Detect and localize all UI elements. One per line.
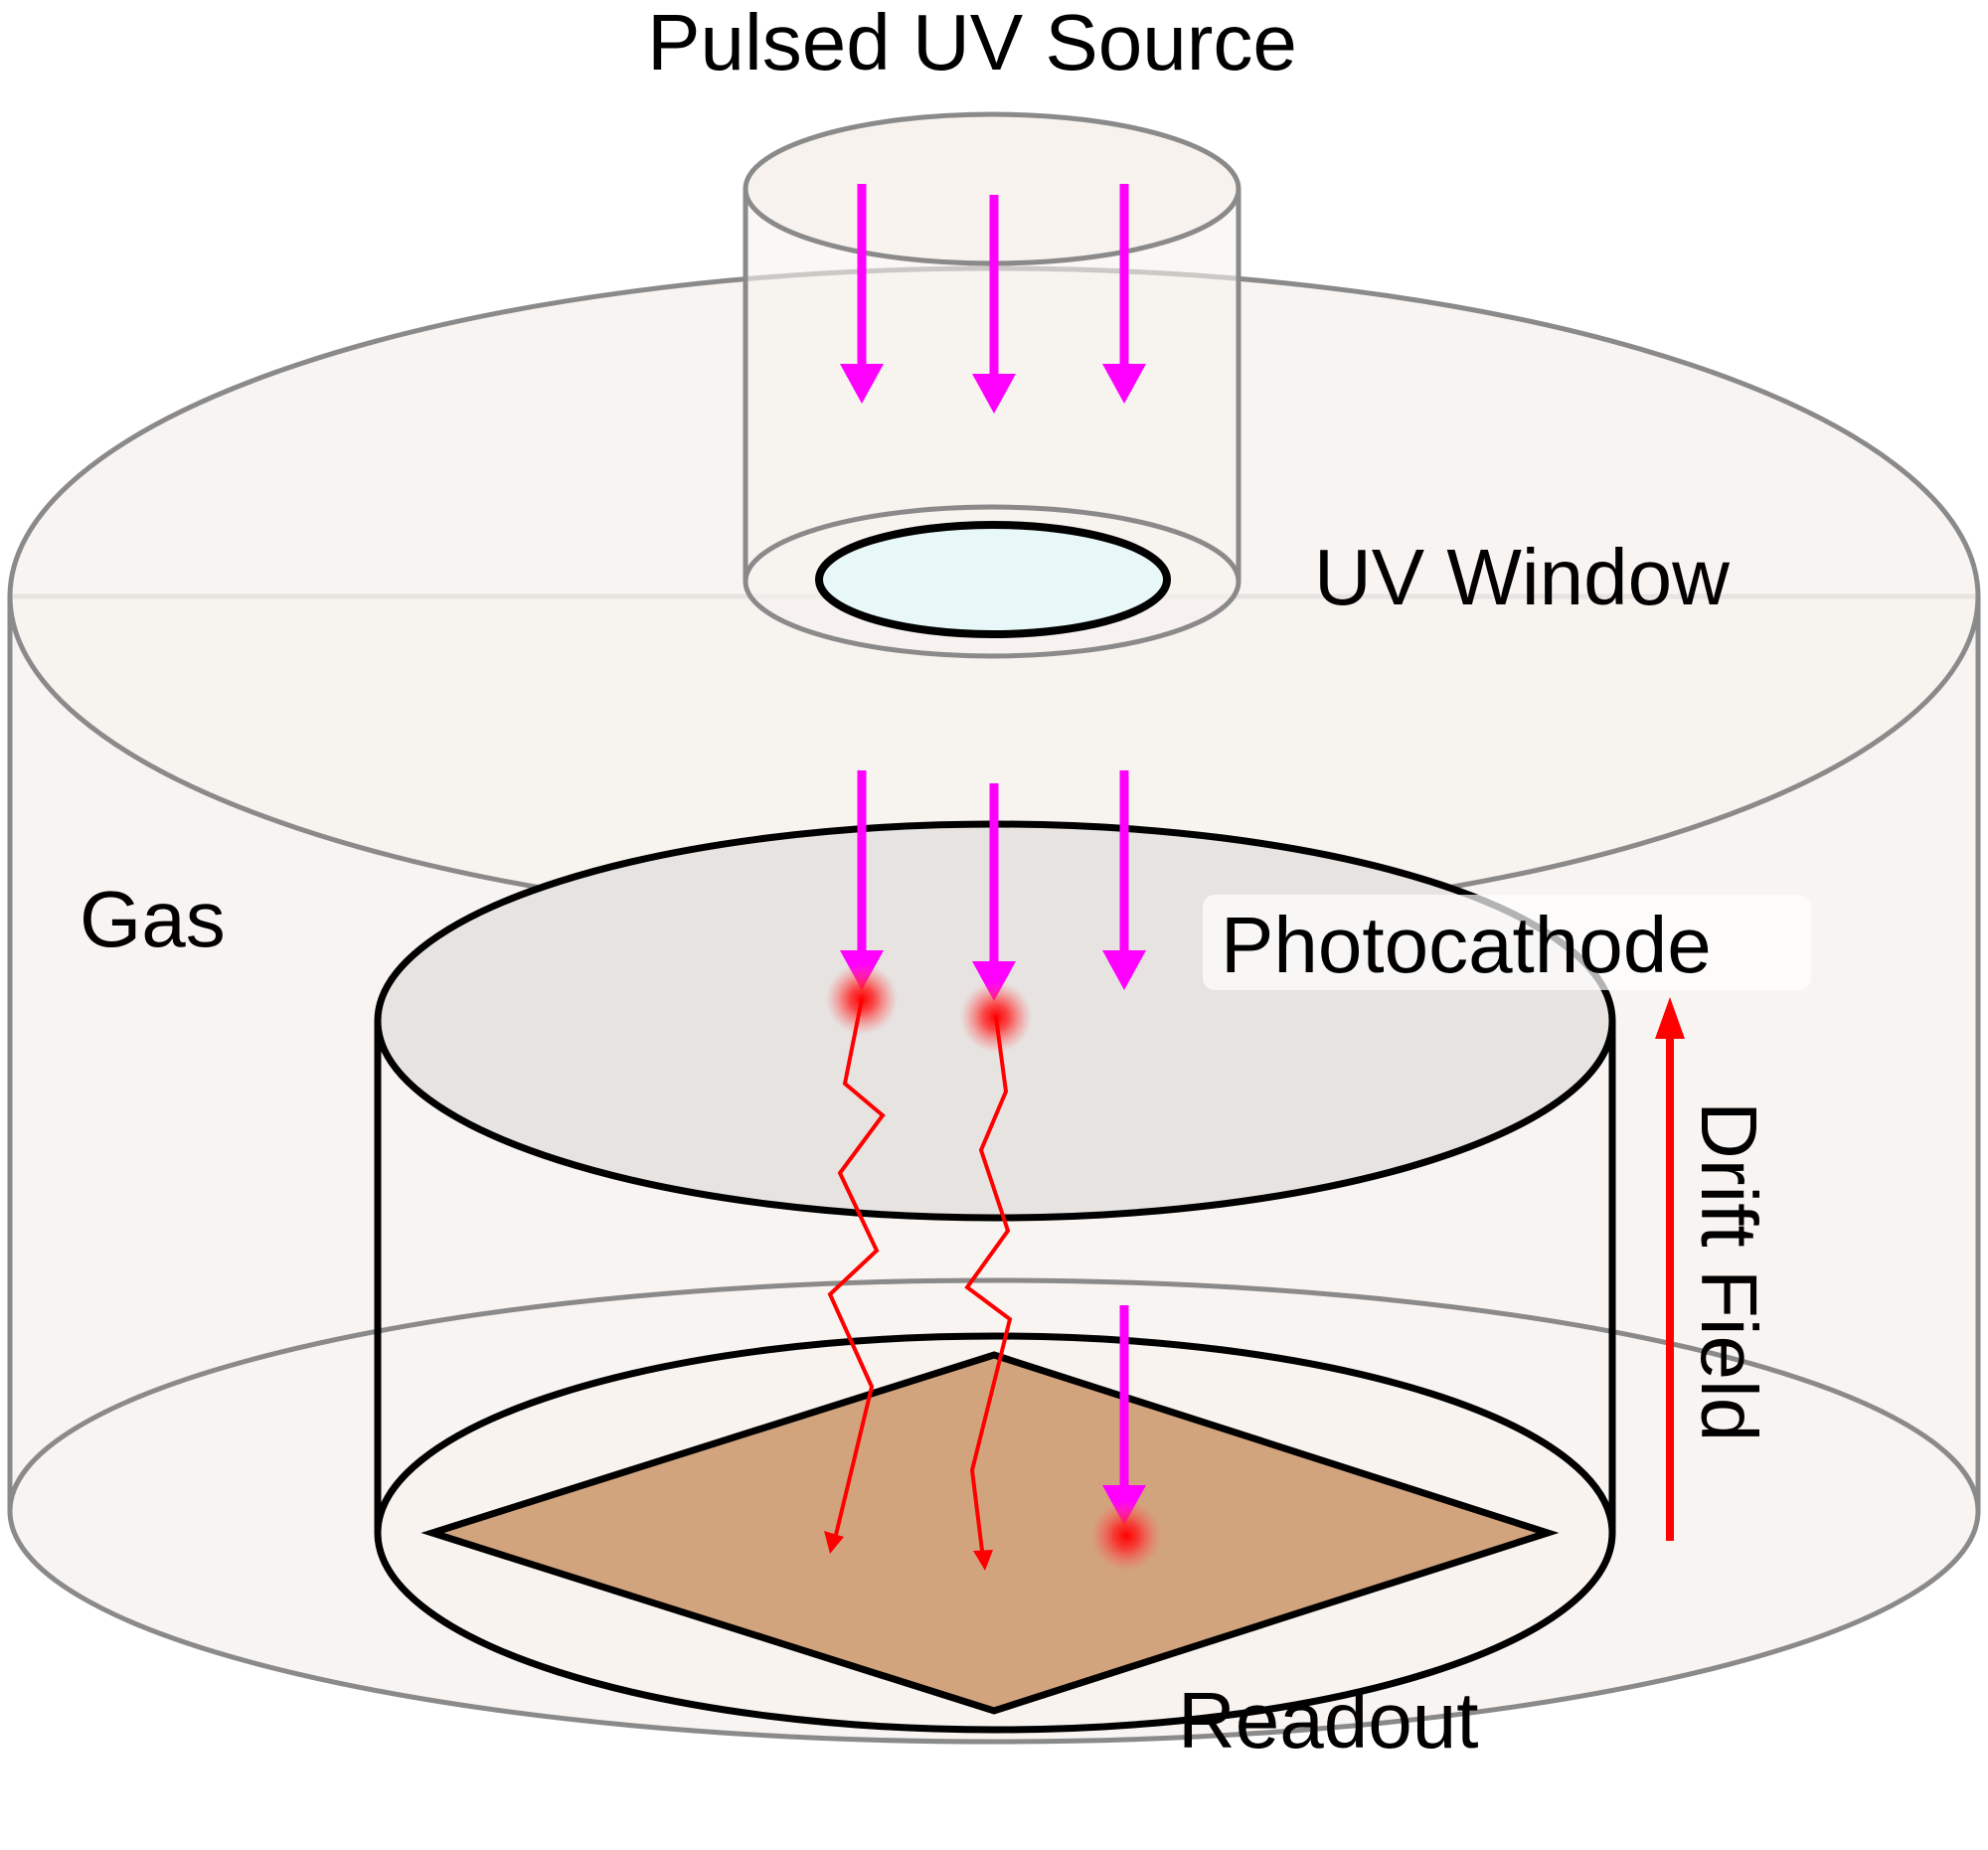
uv-source-cylinder: [743, 111, 1242, 659]
pulsed-uv-source-label: Pulsed UV Source: [647, 0, 1297, 86]
electron-drift-path: [824, 998, 886, 1554]
uv-window: [815, 521, 1171, 638]
readout-plane: [420, 1351, 1560, 1715]
electron-drift-path: [964, 1016, 1013, 1571]
uv-ray: [1102, 770, 1146, 990]
photoelectron-spot: [1090, 1500, 1162, 1572]
uv-ray: [972, 783, 1016, 1001]
photocathode-label-backdrop: [1203, 895, 1811, 990]
uv-window-label: UV Window: [1314, 533, 1730, 621]
drift-field-label: Drift Field: [1685, 1101, 1773, 1441]
uv-ray: [972, 195, 1016, 414]
uv-rays-source: [840, 184, 1146, 414]
chamber-bottom-back-edge: [7, 1277, 1981, 1512]
drift-field-arrow: [1655, 997, 1685, 1541]
readout-label: Readout: [1178, 1676, 1478, 1765]
gas-label: Gas: [80, 875, 226, 963]
uv-ray: [840, 184, 884, 404]
uv-source-inner-rim: [743, 504, 1242, 583]
uv-ray: [1102, 184, 1146, 404]
photocathode-label: Photocathode: [1221, 901, 1712, 989]
